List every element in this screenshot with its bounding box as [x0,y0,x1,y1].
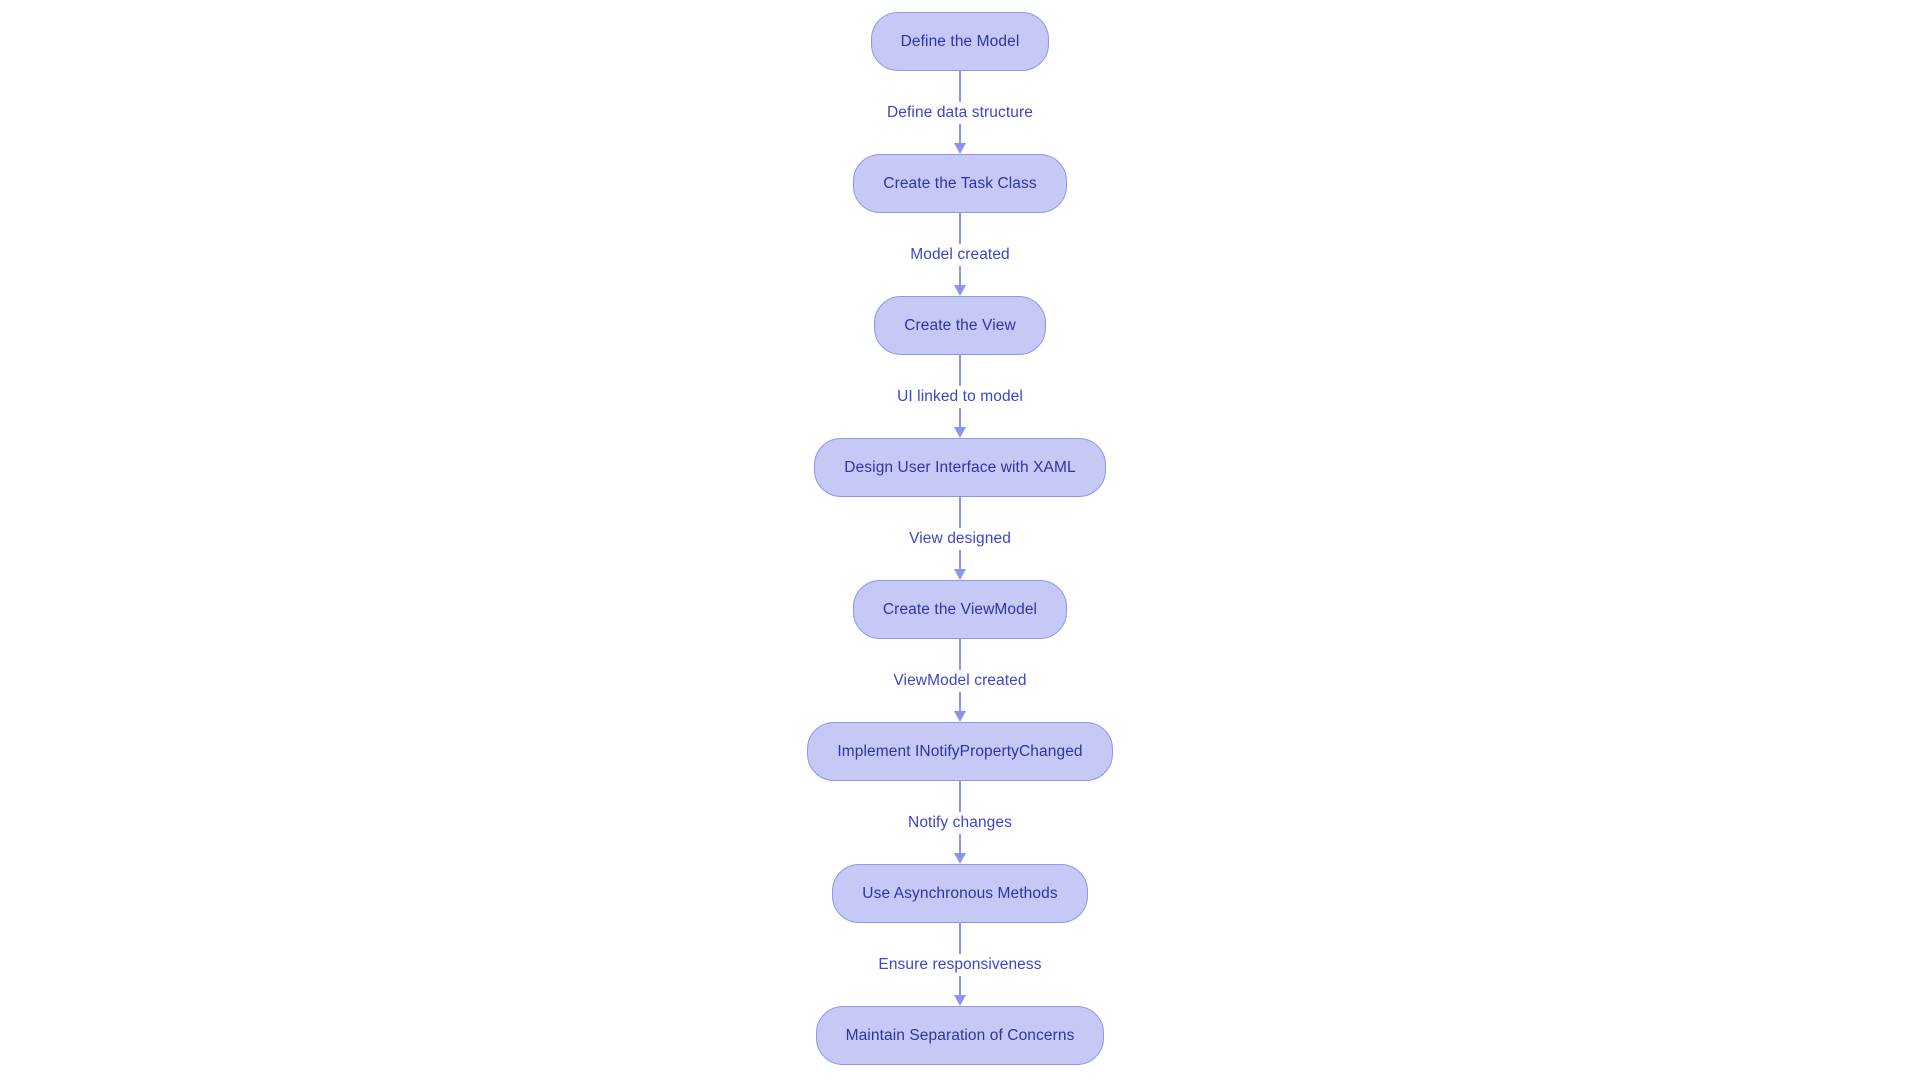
arrowhead-icon [954,569,966,580]
edge-label: Notify changes [900,811,1020,834]
flow-edge-7: Ensure responsiveness [680,923,1240,1006]
edge-label: Ensure responsiveness [870,953,1050,976]
arrowhead-icon [954,143,966,154]
flow-node-implement-inotifypropertychanged: Implement INotifyPropertyChanged [807,722,1113,781]
arrowhead-icon [954,853,966,864]
edge-label: View designed [901,527,1019,550]
flow-node-use-asynchronous-methods: Use Asynchronous Methods [832,864,1088,923]
flow-node-maintain-separation-of-concerns: Maintain Separation of Concerns [815,1006,1105,1065]
flow-edge-1: Define data structure [680,71,1240,154]
edge-label: ViewModel created [885,669,1035,692]
arrowhead-icon [954,711,966,722]
arrowhead-icon [954,427,966,438]
flow-edge-2: Model created [680,213,1240,296]
flow-node-create-the-task-class: Create the Task Class [853,154,1067,213]
flow-node-design-user-interface-with-xaml: Design User Interface with XAML [814,438,1106,497]
flow-node-create-the-view: Create the View [874,296,1046,355]
flow-edge-5: ViewModel created [680,639,1240,722]
arrowhead-icon [954,995,966,1006]
arrowhead-icon [954,285,966,296]
flow-edge-6: Notify changes [680,781,1240,864]
edge-label: Model created [902,243,1018,266]
flow-node-define-the-model: Define the Model [870,12,1050,71]
flow-node-create-the-viewmodel: Create the ViewModel [852,580,1068,639]
edge-label: Define data structure [879,101,1041,124]
edge-label: UI linked to model [889,385,1031,408]
flow-edge-3: UI linked to model [680,355,1240,438]
flow-edge-4: View designed [680,497,1240,580]
